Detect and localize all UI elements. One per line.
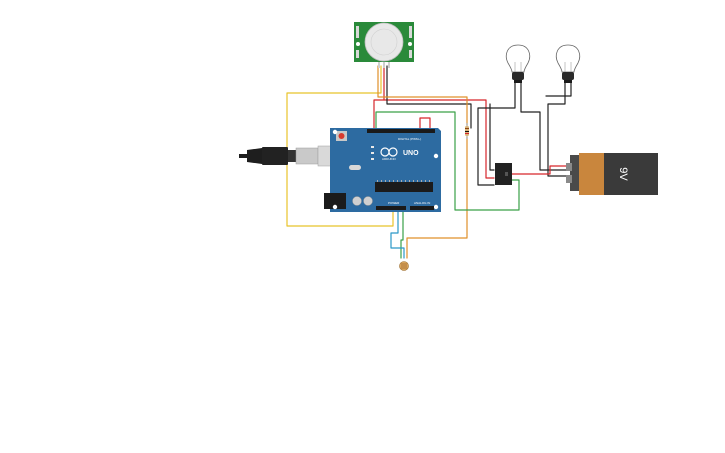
usb-cable (239, 145, 345, 167)
bulb-right[interactable] (555, 44, 581, 83)
wire-black-bulb-right-a (547, 81, 577, 177)
dc-jack (324, 193, 346, 209)
capacitor-right (363, 196, 373, 206)
battery-9v[interactable]: 9V (566, 153, 658, 195)
atmega-chip (375, 182, 433, 192)
analog-header (410, 206, 434, 210)
wire-blue (390, 211, 405, 259)
wire-orange-down (406, 136, 468, 259)
wire-red-header (419, 117, 431, 133)
wire-orange (377, 65, 468, 126)
arduino-uno[interactable]: DIGITAL (PWM~) UNO ARDUINO POWER ANALOG … (324, 128, 441, 212)
capacitor-left (352, 196, 362, 206)
pir-sensor[interactable] (354, 22, 414, 68)
wire-green (375, 111, 520, 211)
board-brand-label: ARDUINO (382, 157, 397, 161)
analog-header-label: ANALOG IN (414, 201, 430, 205)
board-model-label: UNO (403, 150, 419, 157)
wire-black-pir (386, 65, 472, 129)
power-header (376, 206, 406, 210)
photoresistor[interactable] (399, 261, 409, 271)
wire-red-main (383, 99, 495, 179)
wires (286, 65, 577, 259)
wire-red-pir (373, 65, 385, 133)
power-header-label: POWER (388, 201, 400, 205)
wire-black-relay-battery (489, 103, 495, 171)
relay[interactable] (495, 163, 512, 185)
battery-body (579, 153, 604, 195)
bulb-left[interactable] (505, 44, 531, 83)
digital-header (367, 129, 435, 133)
battery-top (604, 153, 658, 195)
crystal (349, 165, 361, 170)
wire-green-ldr (400, 211, 404, 259)
wire-black-bulb-right-b (545, 81, 572, 97)
wire-red-relay-battery (511, 165, 577, 175)
wire-black-bulb-left-b (520, 81, 577, 171)
digital-header-label: DIGITAL (PWM~) (398, 137, 421, 141)
wire-black-bulb-left-a (477, 81, 516, 186)
resistor[interactable] (465, 123, 469, 139)
pir-dome (364, 22, 404, 62)
battery-connector (570, 155, 580, 191)
battery-label: 9V (617, 167, 629, 181)
